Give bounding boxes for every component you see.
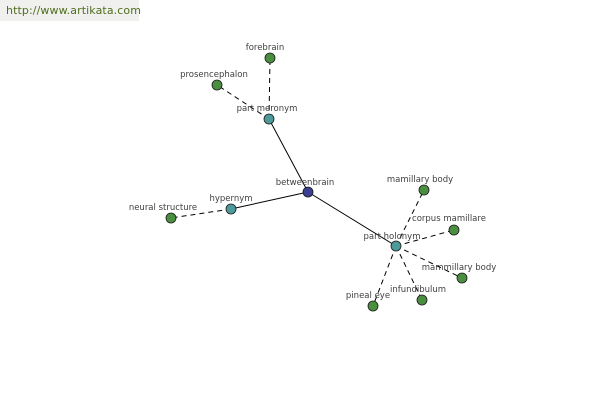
labels-layer: betweenbrain part meronym hypernym part hol…	[129, 43, 496, 301]
node-label-holonym[interactable]: part holonym	[364, 232, 421, 242]
edge-hypernym-neural	[170, 208, 232, 219]
node-label-meronym[interactable]: part meronym	[237, 104, 298, 114]
nodes-layer	[165, 52, 468, 312]
node-pineal[interactable]	[367, 300, 379, 312]
watermark-link[interactable]: http://www.artikata.com	[0, 0, 141, 21]
node-label-forebrain[interactable]: forebrain	[246, 43, 285, 53]
node-label-hypernym[interactable]: hypernym	[209, 194, 252, 204]
edge-meronym-prosencephalon	[216, 84, 270, 120]
edge-meronym-forebrain	[268, 57, 271, 120]
node-mammillary[interactable]	[456, 272, 468, 284]
edge-holonym-infundibulum	[395, 245, 423, 301]
node-label-pineal[interactable]: pineal eye	[346, 291, 390, 301]
edge-holonym-mamillary1	[395, 189, 425, 247]
edge-holonym-mammillary	[395, 245, 463, 279]
edge-center-holonym	[307, 191, 397, 247]
node-hypernym[interactable]	[225, 203, 237, 215]
edge-holonym-pineal	[372, 245, 397, 307]
node-label-prosencephalon[interactable]: prosencephalon	[180, 70, 248, 80]
edges-layer	[170, 57, 463, 307]
node-prosencephalon[interactable]	[211, 79, 223, 91]
node-label-mamillary1[interactable]: mamillary body	[387, 175, 453, 185]
edge-center-hypernym	[230, 191, 309, 210]
node-label-neural[interactable]: neural structure	[129, 203, 197, 213]
node-forebrain[interactable]	[264, 52, 276, 64]
node-holonym[interactable]	[390, 240, 402, 252]
node-label-infundibulum[interactable]: infundibulum	[390, 285, 446, 295]
node-corpus[interactable]	[448, 224, 460, 236]
node-meronym[interactable]	[263, 113, 275, 125]
node-center[interactable]	[302, 186, 314, 198]
node-label-corpus[interactable]: corpus mamillare	[412, 214, 486, 224]
node-label-center[interactable]: betweenbrain	[276, 178, 335, 188]
edge-holonym-corpus	[395, 229, 455, 247]
node-label-mammillary[interactable]: mammillary body	[422, 263, 497, 273]
node-mamillary1[interactable]	[418, 184, 430, 196]
node-infundibulum[interactable]	[416, 294, 428, 306]
edge-center-meronym	[268, 118, 309, 193]
node-neural[interactable]	[165, 212, 177, 224]
